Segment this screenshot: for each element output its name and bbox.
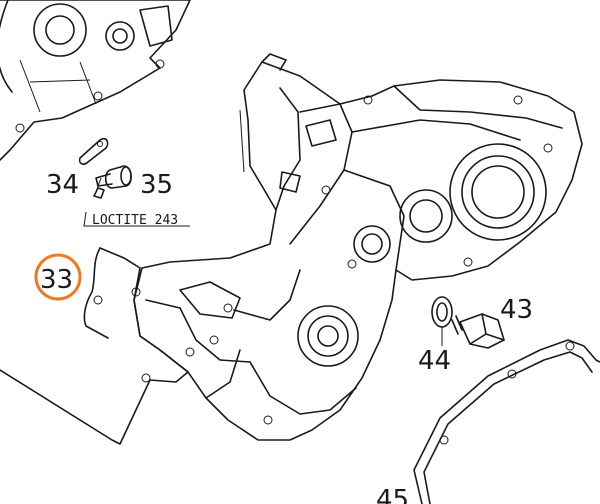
callout-45[interactable]: 45 xyxy=(376,485,409,504)
callout-34[interactable]: 34 xyxy=(46,170,79,200)
cover-gasket-45 xyxy=(413,339,600,504)
loctite-note: LOCTITE 243 xyxy=(92,213,178,228)
leader-35 xyxy=(95,177,102,193)
locking-plate-34 xyxy=(78,137,109,165)
callout-35[interactable]: 35 xyxy=(140,170,173,200)
loctite-underline xyxy=(83,211,190,227)
crankcase-half-right xyxy=(133,53,583,441)
callout-33[interactable]: 33 xyxy=(40,265,73,295)
drain-plug-43 xyxy=(451,313,505,349)
highlight-ring xyxy=(34,253,82,301)
callout-43[interactable]: 43 xyxy=(500,295,533,325)
callout-44[interactable]: 44 xyxy=(418,346,451,376)
gasket-33 xyxy=(0,247,189,445)
seal-ring-44 xyxy=(431,296,453,346)
screw-35 xyxy=(93,165,132,199)
crankcase-half-left xyxy=(0,0,191,161)
